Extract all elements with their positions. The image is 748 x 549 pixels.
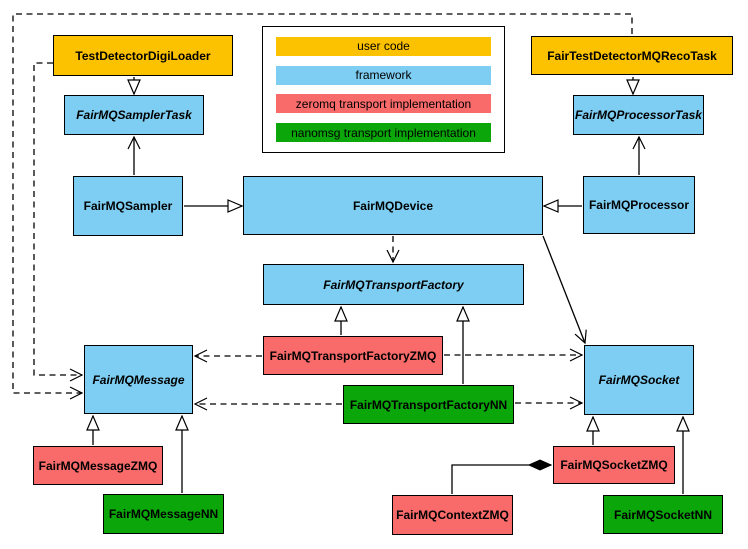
node-label: FairMQSampler <box>83 199 173 213</box>
node-fairmq-message: FairMQMessage <box>84 345 193 414</box>
legend-item-nanomsg: nanomsg transport implementation <box>276 123 491 143</box>
node-label: FairMQMessageZMQ <box>38 458 158 473</box>
node-label: FairMQSocketZMQ <box>560 458 668 472</box>
edge-assoc-device-socket <box>542 235 587 345</box>
node-fairmq-socket: FairMQSocket <box>584 345 694 415</box>
node-fairmq-processor: FairMQProcessor <box>583 176 695 234</box>
legend-label: zeromq transport implementation <box>295 96 472 111</box>
node-fairmq-transport-factory-zmq: FairMQTransportFactoryZMQ <box>263 336 443 375</box>
node-fairmq-transport-factory-nn: FairMQTransportFactoryNN <box>343 385 514 424</box>
node-test-detector-digi-loader: TestDetectorDigiLoader <box>53 35 233 76</box>
legend-item-framework: framework <box>276 65 491 85</box>
edge-comp-contextzmq-socketzmq <box>451 465 551 494</box>
legend-item-user-code: user code <box>276 36 491 56</box>
node-label: FairMQMessageNN <box>108 507 219 521</box>
node-label: FairMQMessage <box>92 372 185 387</box>
node-label: FairMQTransportFactoryZMQ <box>269 348 437 363</box>
node-fairmq-socket-nn: FairMQSocketNN <box>603 495 723 534</box>
legend-label: nanomsg transport implementation <box>291 125 476 140</box>
node-fairmq-message-nn: FairMQMessageNN <box>103 494 224 534</box>
node-label: FairMQTransportFactory <box>323 277 464 292</box>
node-label: TestDetectorDigiLoader <box>75 48 211 63</box>
node-label: FairMQSocket <box>598 373 680 387</box>
legend: user code framework zeromq transport imp… <box>262 26 505 153</box>
edge-dep-recotask-message <box>12 13 633 400</box>
node-label: FairMQProcessor <box>588 198 690 212</box>
node-fair-test-detector-mq-reco-task: FairTestDetectorMQRecoTask <box>531 36 733 75</box>
node-fairmq-context-zmq: FairMQContextZMQ <box>392 495 513 535</box>
node-label: FairTestDetectorMQRecoTask <box>547 48 717 63</box>
node-label: FairMQTransportFactoryNN <box>349 397 508 412</box>
legend-item-zeromq: zeromq transport implementation <box>276 94 491 114</box>
node-fairmq-processor-task: FairMQProcessorTask <box>573 95 704 135</box>
node-label: FairMQDevice <box>352 198 434 213</box>
node-fairmq-transport-factory: FairMQTransportFactory <box>263 264 524 305</box>
node-fairmq-sampler: FairMQSampler <box>73 176 183 236</box>
node-fairmq-message-zmq: FairMQMessageZMQ <box>33 446 163 485</box>
legend-label: framework <box>355 68 412 83</box>
node-fairmq-device: FairMQDevice <box>243 176 543 235</box>
node-fairmq-sampler-task: FairMQSamplerTask <box>64 95 204 135</box>
node-label: FairMQProcessorTask <box>575 108 702 122</box>
legend-label: user code <box>357 39 410 54</box>
node-label: FairMQSamplerTask <box>76 108 192 122</box>
node-label: FairMQContextZMQ <box>396 508 509 522</box>
node-fairmq-socket-zmq: FairMQSocketZMQ <box>553 446 675 484</box>
node-label: FairMQSocketNN <box>613 507 713 522</box>
